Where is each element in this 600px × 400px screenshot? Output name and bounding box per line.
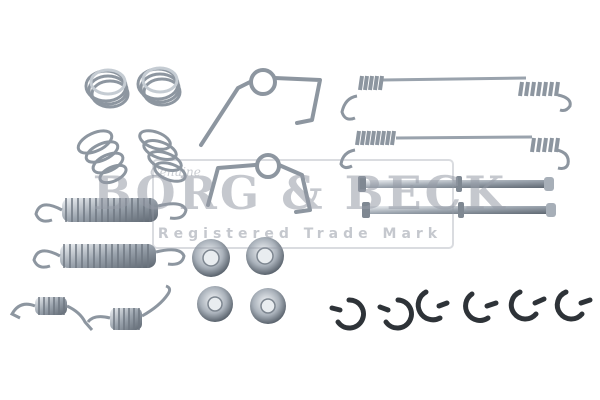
e-clip-3 — [415, 289, 450, 323]
hold-down-pin-top — [358, 176, 554, 192]
e-clip-6 — [554, 289, 593, 322]
tension-spring-lower — [32, 244, 186, 269]
conical-spring-right — [138, 129, 187, 183]
coil-spring-round-right — [136, 66, 182, 107]
coil-spring-round-left — [84, 68, 130, 109]
cup-washer-3 — [197, 286, 233, 322]
hold-down-pin-bottom — [362, 202, 556, 218]
wire-spring-upper — [199, 68, 322, 147]
conical-spring-left — [76, 129, 128, 185]
e-clip-2 — [377, 297, 414, 331]
cup-washer-4 — [250, 288, 286, 324]
e-clip-1 — [329, 297, 366, 331]
tension-spring-upper — [34, 198, 188, 223]
watermark-script-mark: Genuine — [150, 165, 201, 179]
adjuster-spring-top — [340, 75, 572, 121]
cup-washer-2 — [246, 237, 284, 275]
cup-washer-1 — [192, 239, 230, 277]
short-spring-right — [86, 284, 172, 330]
e-clip-4 — [463, 291, 499, 323]
wire-spring-lower — [206, 153, 312, 214]
adjuster-spring-bottom — [339, 130, 570, 170]
watermark-frame — [152, 159, 454, 249]
short-spring-left — [9, 297, 94, 331]
e-clip-5 — [508, 289, 547, 322]
